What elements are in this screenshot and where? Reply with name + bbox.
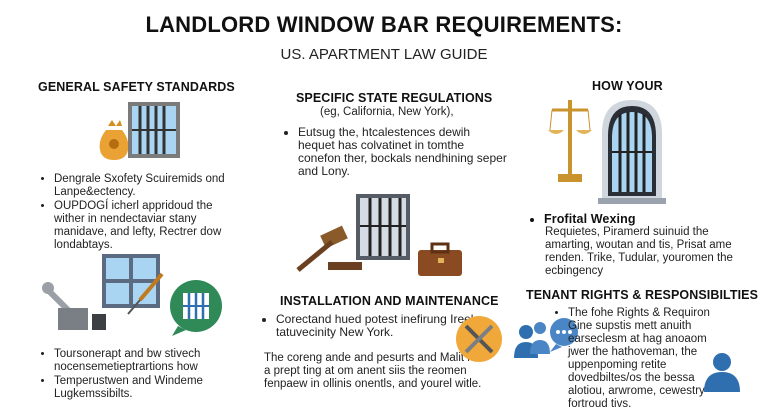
page-title: LANDLORD WINDOW BAR REQUIREMENTS: [145, 12, 623, 37]
general-icons [99, 102, 180, 160]
how-your-bullet-title: Frofital Wexing [544, 212, 744, 226]
tools-icon [456, 316, 502, 362]
gavel-icon [296, 225, 362, 272]
scales-icon [548, 100, 592, 182]
how-your-icons [548, 100, 666, 204]
maintenance-icons [42, 254, 222, 336]
briefcase-icon [418, 242, 462, 276]
general-bottom-bullet-2: Temperustwen and Windeme Lugkemssibilts. [54, 375, 254, 401]
state-bullet-1: Eutsug the, htcalestences dewih hequet h… [298, 126, 508, 178]
how-your-text: Requietes, Piramerd suinuid the amarting… [545, 226, 733, 277]
person-icon [704, 353, 740, 392]
general-bottom-bullet-1: Toursonerapt and bw stivech nocensemetie… [54, 348, 254, 374]
window-bars-icon [356, 194, 410, 260]
state-regulations-subheading: (eg, California, New York), [320, 106, 454, 118]
general-bottom-bullets: Toursonerapt and bw stivech nocensemetie… [40, 348, 254, 402]
window-bars-icon [128, 102, 180, 158]
tenant-bullet-1: The fohe Rights & Requiron Gine supstis … [568, 307, 724, 411]
chat-icon [550, 318, 578, 352]
window-bars-badge-icon [170, 280, 222, 336]
screwdriver-icon [127, 272, 164, 315]
tenant-bullets: The fohe Rights & Requiron Gine supstis … [554, 307, 724, 412]
arched-window-bars-icon [598, 100, 666, 204]
window-icon [102, 254, 160, 308]
installation-heading: INSTALLATION AND MAINTENANCE [280, 294, 499, 308]
wrench-icon [42, 282, 106, 331]
tenant-rights-heading: TENANT RIGHTS & RESPONSIBILTIES [526, 288, 759, 302]
how-your-heading: HOW YOUR [592, 79, 663, 93]
people-icon [514, 322, 550, 358]
installation-bullets: Corectand hued potest inefirung Ireek ta… [262, 313, 486, 340]
state-bullets: Eutsug the, htcalestences dewih hequet h… [284, 126, 508, 179]
installation-bullet-1: Corectand hued potest inefirung Ireek ta… [276, 313, 486, 339]
general-safety-heading: GENERAL SAFETY STANDARDS [38, 80, 235, 94]
page-subtitle: US. APARTMENT LAW GUIDE [280, 46, 488, 63]
state-icons [296, 194, 462, 276]
how-your-bullets: Frofital Wexing [530, 212, 744, 227]
general-bullets: Dengrale Sxofety Scuiremids ond Lanpe&ec… [40, 173, 240, 253]
tenant-left-icons [514, 318, 578, 358]
general-bullet-2: OUPDOGÍ icherl appridoud the wither in n… [54, 200, 240, 252]
moneybag-icon [99, 120, 129, 160]
installation-text: The coreng ande and pesurts and Malit he… [264, 352, 484, 390]
general-bullet-1: Dengrale Sxofety Scuiremids ond Lanpe&ec… [54, 173, 240, 199]
state-regulations-heading: SPECIFIC STATE REGULATIONS [296, 91, 493, 105]
